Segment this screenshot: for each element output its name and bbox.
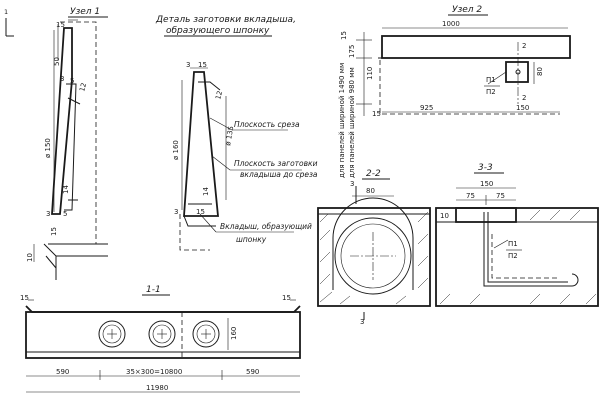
section-3-3-mark-p2: П2	[508, 252, 518, 260]
section-3-3-dim-10: 10	[440, 212, 449, 220]
section-1-1-dim-span: 35×300=10800	[126, 368, 182, 376]
section-1-1-dim-total: 11980	[146, 384, 168, 392]
node-2-mark-p1: П1	[486, 76, 496, 84]
node-2-dim-80: 80	[536, 67, 544, 76]
node-1-dim-15b: 15	[50, 227, 58, 236]
section-1-1-dim-590b: 590	[246, 368, 259, 376]
section-1-1-dim-160: 160	[230, 327, 238, 340]
node-1-dim-12: 12	[78, 82, 88, 93]
section-1-1-dim-15a: 15	[20, 294, 29, 302]
section-1-1-view: 1-1 15 15 160 590 35×300=10800 590 11980	[20, 285, 301, 393]
node-2-dim-110: 110	[366, 67, 374, 80]
node-2-title: Узел 2	[452, 5, 482, 15]
label-blank-plane: Плоскость заготовки	[234, 159, 318, 168]
section-3-3-view: 3-3 150 75 75 10 П1 П2	[435, 163, 599, 307]
node-2-side-label-2: для панелей шириной 980 мм	[348, 67, 356, 178]
section-2-2-ref-3a: 3	[350, 180, 354, 188]
label-cut-plane: Плоскость среза	[234, 120, 300, 129]
node-1-dim-3b: 3	[46, 210, 50, 218]
label-blank-plane-2: вкладыша до среза	[240, 170, 318, 179]
node-1-dim-10: 10	[26, 253, 34, 262]
section-2-2-ref-3b: 3	[360, 318, 364, 326]
node-2-dim-175: 175	[348, 45, 356, 58]
node-1-dim-5b: 5	[63, 210, 67, 218]
section-3-3-dim-75b: 75	[496, 192, 505, 200]
node-2-dim-15a: 15	[340, 31, 348, 40]
node-1-dim-50: 50	[53, 57, 61, 66]
detail-dim-3b: 3	[174, 208, 178, 216]
node-1-dim-3: 3	[60, 75, 64, 83]
section-1-1-title: 1-1	[146, 285, 161, 295]
label-insert: Вкладыш, образующий	[220, 222, 312, 231]
node-2-view: Узел 2 1000 15 175 110 15 для панелей ши…	[338, 5, 571, 178]
insert-detail-view: Деталь заготовки вкладыша, образующего ш…	[155, 15, 318, 251]
detail-dim-15b: 15	[196, 208, 205, 216]
node-2-dim-1000: 1000	[442, 20, 460, 28]
node-1-dim-5: 5	[70, 77, 74, 85]
node-1-dim-15: 15	[56, 21, 65, 29]
detail-title-line2: образующего шпонку	[166, 26, 270, 36]
label-insert-2: шпонку	[236, 235, 267, 244]
detail-dim-15: 15	[198, 61, 207, 69]
node-2-mark-p2: П2	[486, 88, 496, 96]
node-2-dim-925: 925	[420, 104, 433, 112]
detail-dim-d160: ø 160	[172, 140, 180, 160]
node-1-title: Узел 1	[70, 7, 100, 17]
node-2-dim-15: 15	[372, 110, 381, 118]
detail-dim-12: 12	[214, 90, 224, 101]
node-1-view: Узел 1 1 15 50 3 5 12 ø 150 14 3 5 15 10	[4, 7, 108, 280]
section-3-3-title: 3-3	[478, 163, 493, 173]
section-1-1-dim-15b: 15	[282, 294, 291, 302]
node-2-ref-2b: 2	[522, 94, 526, 102]
node-2-ref-2a: 2	[522, 42, 526, 50]
node-2-side-label-1: для панелей шириной 1490 мм	[338, 63, 346, 178]
detail-dim-d135: ø 135	[224, 125, 235, 146]
detail-title-line1: Деталь заготовки вкладыша,	[155, 15, 296, 25]
cut-mark-1: 1	[4, 8, 8, 16]
section-3-3-dim-150: 150	[480, 180, 493, 188]
node-2-dim-150: 150	[516, 104, 529, 112]
node-1-dim-d150: ø 150	[44, 138, 52, 158]
detail-dim-14: 14	[202, 187, 210, 196]
section-2-2-view: 2-2 80 3 3	[317, 169, 431, 326]
section-2-2-title: 2-2	[366, 169, 381, 179]
section-3-3-mark-p1: П1	[508, 240, 518, 248]
section-1-1-dim-590a: 590	[56, 368, 69, 376]
detail-dim-3: 3	[186, 61, 190, 69]
node-1-dim-14: 14	[62, 185, 70, 194]
section-3-3-dim-75a: 75	[466, 192, 475, 200]
section-2-2-dim-80: 80	[366, 187, 375, 195]
